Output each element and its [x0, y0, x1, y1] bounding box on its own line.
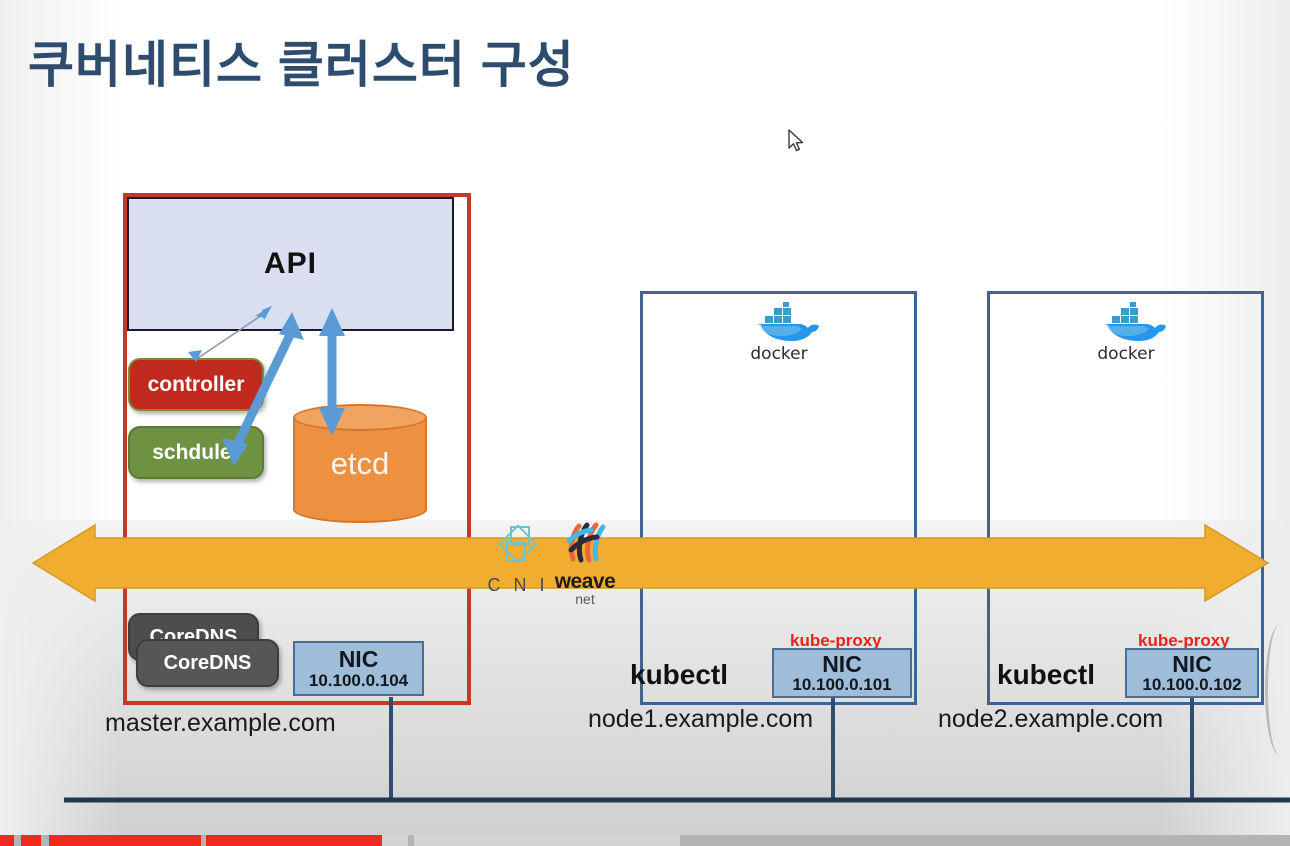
node1-host-label: node1.example.com: [588, 705, 814, 733]
etcd-cylinder-body: [293, 417, 427, 510]
weave-net-badge: weave net: [548, 521, 622, 607]
node2-container: [987, 291, 1264, 705]
progress-segment[interactable]: [206, 835, 382, 846]
cni-diamond-icon: [498, 524, 538, 564]
controller-label: controller: [147, 372, 245, 396]
weave-sub-label: net: [575, 591, 595, 607]
node2-kubeproxy-label: kube-proxy: [1138, 631, 1230, 650]
node1-kubeproxy-label: kube-proxy: [790, 631, 882, 650]
node1-nic-ip: 10.100.0.101: [792, 675, 892, 695]
coredns-front-label: CoreDNS: [163, 651, 252, 674]
node2-nic-ip: 10.100.0.102: [1142, 675, 1242, 695]
master-nic-title: NIC: [338, 646, 379, 673]
progress-segment[interactable]: [0, 835, 15, 846]
background-left-vignette: [0, 0, 120, 846]
master-host-label: master.example.com: [105, 709, 336, 737]
etcd-label: etcd: [330, 446, 390, 481]
node2-docker-logo: docker: [1080, 300, 1172, 364]
node2-docker-label: docker: [1097, 344, 1155, 364]
node1-docker-label: docker: [750, 344, 808, 364]
progress-segment[interactable]: [20, 835, 42, 846]
master-nic-box: NIC 10.100.0.104: [293, 641, 424, 696]
progress-segment[interactable]: [381, 835, 408, 846]
node2-nic-title: NIC: [1172, 650, 1212, 677]
node2-host-label: node2.example.com: [938, 705, 1164, 733]
mouse-cursor: [788, 129, 804, 152]
progress-segment[interactable]: [48, 835, 202, 846]
cni-badge: C N I: [487, 521, 549, 596]
api-server-label: API: [263, 247, 317, 280]
weave-label: weave: [554, 570, 616, 593]
master-nic-ip: 10.100.0.104: [308, 670, 409, 690]
api-server-box: API: [127, 197, 454, 331]
node1-nic-title: NIC: [822, 650, 862, 677]
node1-docker-logo: docker: [733, 300, 825, 364]
etcd-cylinder-top: [293, 404, 427, 431]
progress-segment[interactable]: [686, 835, 871, 846]
scheduler-label: schduler: [152, 440, 240, 464]
coredns-box-front: CoreDNS: [136, 639, 279, 687]
node2-kubectl-label: kubectl: [997, 659, 1096, 690]
cluster-network-arrow: [31, 523, 1270, 603]
node2-nic-box: NIC 10.100.0.102: [1125, 648, 1259, 698]
master-node-container: [123, 193, 471, 705]
docker-whale-icon: [757, 302, 819, 341]
progress-segment[interactable]: [877, 835, 986, 846]
weave-net-icon: [566, 522, 606, 563]
page-title: 쿠버네티스 클러스터 구성: [28, 37, 575, 93]
scheduler-box: schduler: [128, 426, 264, 479]
controller-manager-box: controller: [128, 358, 264, 411]
cni-label: C N I: [487, 575, 549, 595]
progress-segment[interactable]: [41, 835, 49, 846]
docker-whale-icon: [1104, 302, 1166, 341]
video-progress-bar[interactable]: [0, 835, 1290, 846]
node1-nic-box: NIC 10.100.0.101: [772, 648, 912, 698]
etcd-datastore: etcd: [293, 404, 427, 523]
progress-segment[interactable]: [414, 835, 680, 846]
node1-kubectl-label: kubectl: [630, 659, 729, 690]
offscreen-node-edge: [1265, 625, 1290, 755]
progress-segment[interactable]: [991, 835, 1290, 846]
node1-container: [640, 291, 917, 705]
